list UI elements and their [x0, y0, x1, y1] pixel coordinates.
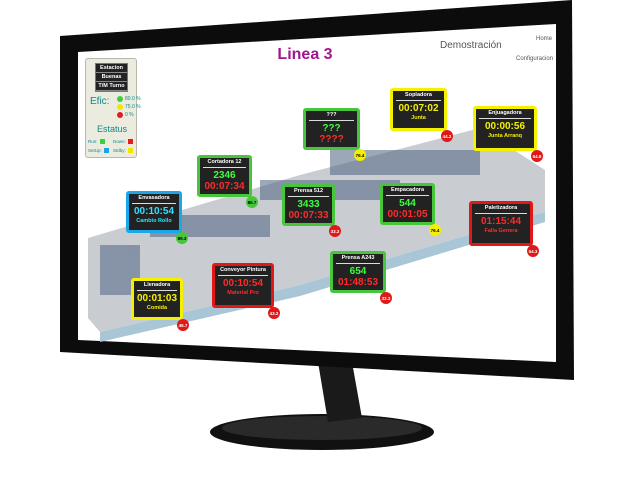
station-name: Paletizadora — [475, 205, 527, 214]
status-setup: SetUp: — [88, 148, 102, 153]
station-value-2: Cambio Rollo — [136, 218, 172, 224]
station-value-1: 00:10:54 — [222, 278, 264, 289]
legend-buenas: Buenas — [96, 73, 127, 82]
nav-home[interactable]: Home — [536, 36, 553, 42]
monitor-neck — [318, 362, 362, 422]
station-value-1: 3433 — [297, 199, 320, 210]
efic-yellow: 75.0 % — [125, 104, 141, 110]
station-name: Envasadora — [132, 195, 176, 204]
station-value-1: 00:01:03 — [136, 293, 178, 304]
station-card[interactable]: Conveyor Pintura 00:10:54 Material Pro — [212, 263, 274, 308]
efic-label: Efic: — [90, 96, 110, 107]
estatus-label: Estatus — [97, 124, 128, 134]
station-card[interactable]: Envasadora 00:10:54 Cambio Rollo — [126, 191, 182, 233]
station-value-2: 00:01:05 — [387, 209, 428, 220]
stdby-swatch-icon — [127, 148, 133, 153]
green-dot-icon — [117, 96, 123, 102]
station-value-2: Falla Genera — [484, 228, 518, 234]
efficiency-badge: 44.2 — [441, 130, 453, 142]
efficiency-badge: 76.4 — [354, 149, 366, 161]
status-down: Down: — [113, 139, 126, 144]
station-value-2: Comida — [146, 305, 168, 311]
efficiency-badge: 89.3 — [176, 232, 188, 244]
station-value-2: 01:48:53 — [337, 277, 379, 288]
efficiency-badge: 33.2 — [329, 225, 341, 237]
station-value-1: 654 — [349, 266, 367, 277]
nav-configuracion[interactable]: Configuracion — [516, 56, 554, 62]
efficiency-badge: 54.8 — [531, 150, 543, 162]
station-name: Cortadora 12 — [203, 159, 246, 168]
station-name: Enjuagadora — [479, 110, 531, 119]
efic-green: 80.0 % — [125, 96, 141, 102]
station-value-1: 2346 — [213, 170, 236, 181]
status-run: Run: — [88, 139, 98, 144]
efic-red: 0 % — [125, 112, 134, 118]
efficiency-badge: 86.7 — [246, 196, 258, 208]
station-name: Llenadora — [137, 282, 177, 291]
efficiency-badge: 45.7 — [177, 319, 189, 331]
station-name: ??? — [309, 112, 354, 121]
legend-estacion: Estacion — [96, 64, 127, 73]
station-card[interactable]: ??? ??? ???? — [303, 108, 360, 150]
red-dot-icon — [117, 112, 123, 118]
efficiency-badge: 43.2 — [268, 307, 280, 319]
legend-turno: T/M Turno — [96, 82, 127, 91]
down-swatch-icon — [127, 139, 133, 144]
station-value-2: 00:07:33 — [288, 210, 329, 221]
station-name: Prensa 512 — [288, 188, 329, 197]
station-card[interactable]: Llenadora 00:01:03 Comida — [131, 278, 183, 320]
station-name: Prensa A243 — [336, 255, 380, 264]
setup-swatch-icon — [103, 148, 109, 153]
station-value-1: ??? — [322, 123, 341, 134]
status-stdby: Stdby: — [113, 148, 126, 153]
company-name: Demostración — [440, 40, 502, 51]
station-card[interactable]: Empacadora 544 00:01:05 — [380, 183, 435, 225]
page-title: Linea 3 — [277, 46, 333, 63]
factory-floor-edge — [100, 212, 545, 342]
station-card[interactable]: Sopladora 00:07:02 Junta — [390, 88, 447, 131]
station-value-1: 544 — [399, 198, 416, 209]
station-value-1: 00:10:54 — [133, 206, 175, 217]
station-card[interactable]: Prensa A243 654 01:48:53 — [330, 251, 386, 293]
station-value-2: Junta — [411, 115, 426, 121]
station-card[interactable]: Prensa 512 3433 00:07:33 — [282, 184, 335, 226]
efficiency-badge: 76.4 — [429, 224, 441, 236]
station-card[interactable]: Paletizadora 01:15:44 Falla Genera — [469, 201, 533, 246]
station-name: Conveyor Pintura — [218, 267, 268, 276]
station-name: Empacadora — [386, 187, 429, 196]
efficiency-badge: 54.3 — [527, 245, 539, 257]
station-value-1: 00:00:56 — [484, 121, 526, 132]
station-card[interactable]: Enjuagadora 00:00:56 Junta Arranq — [473, 106, 537, 151]
station-name: Sopladora — [396, 92, 441, 101]
station-value-2: ???? — [319, 134, 344, 145]
station-value-2: 00:07:34 — [204, 181, 245, 192]
station-value-2: Junta Arranq — [487, 133, 523, 139]
station-value-2: Material Pro — [227, 290, 259, 296]
efficiency-badge: 32.3 — [380, 292, 392, 304]
station-card[interactable]: Cortadora 12 2346 00:07:34 — [197, 155, 252, 197]
station-value-1: 00:07:02 — [398, 103, 439, 114]
yellow-dot-icon — [117, 104, 123, 110]
legend-table: Estacion Buenas T/M Turno — [95, 63, 128, 92]
legend-panel: Estacion Buenas T/M Turno Efic: 80.0 % 7… — [85, 58, 141, 158]
monitor-base-top — [222, 416, 422, 440]
factory-floor — [88, 128, 545, 332]
station-value-1: 01:15:44 — [480, 216, 522, 227]
run-swatch-icon — [99, 139, 105, 144]
